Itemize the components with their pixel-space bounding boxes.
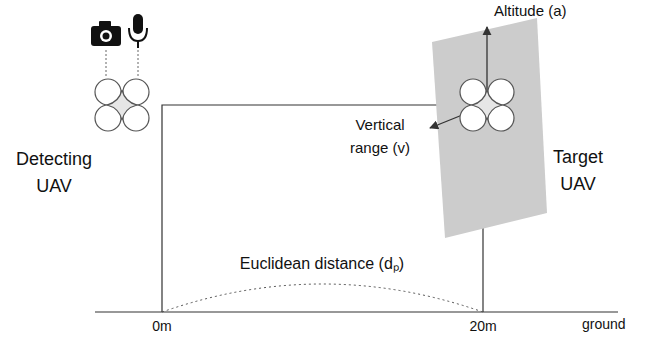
distance-arc — [162, 284, 483, 312]
camera-icon — [91, 21, 121, 46]
axis-name: ground — [582, 314, 642, 335]
detection-plane — [432, 18, 547, 238]
uav-drawing — [95, 79, 149, 131]
tick-label: 0m — [137, 316, 187, 337]
uav-label: Target UAV — [540, 144, 616, 198]
uav-label: Detecting UAV — [2, 146, 106, 200]
microphone-icon — [129, 14, 147, 48]
range-frame — [162, 105, 465, 312]
axis-label: Altitude (a) — [494, 0, 604, 23]
sensor-link — [106, 50, 107, 78]
ground-line — [95, 311, 618, 312]
axis-label: Vertical range (v) — [338, 114, 422, 159]
tick-label: 20m — [458, 316, 508, 337]
sensor-link — [138, 50, 139, 78]
uav-drawing — [460, 79, 514, 131]
distance-label: Euclidean distance (dₚ) — [222, 252, 422, 276]
